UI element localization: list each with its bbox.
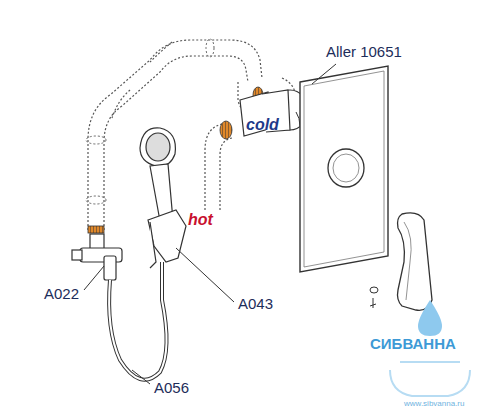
watermark: www.sibvanna.ru	[404, 400, 464, 409]
part-number: A022	[44, 286, 79, 303]
inlet-label: cold	[246, 116, 279, 134]
inlet-label: hot	[188, 211, 213, 229]
part-number: A056	[154, 380, 189, 397]
watermark: СИБВАННА	[370, 336, 456, 353]
part-number: Aller 10651	[326, 44, 402, 61]
part-number: A043	[238, 296, 273, 313]
